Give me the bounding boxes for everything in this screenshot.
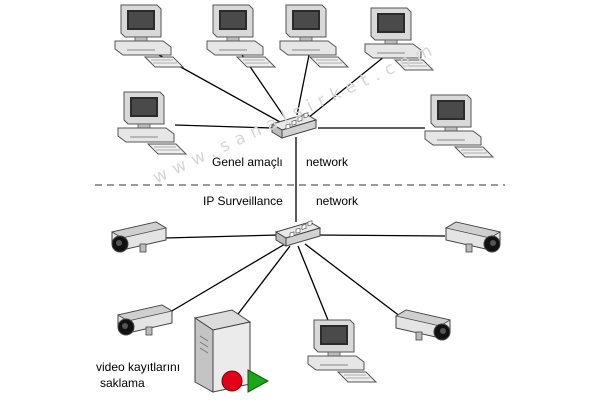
desktop-computer-icon — [117, 91, 187, 155]
surveillance-network-label: IP Surveillance — [203, 194, 283, 208]
storage-label-line2: saklama — [100, 376, 145, 390]
ip-camera-icon — [117, 304, 173, 336]
ip-camera-icon — [111, 221, 167, 253]
ip-camera-icon — [445, 221, 501, 253]
desktop-computer-icon — [279, 4, 349, 68]
desktop-computer-icon — [206, 4, 276, 68]
record-button-icon — [221, 370, 243, 392]
desktop-computer-icon — [114, 4, 184, 68]
play-button-icon — [247, 369, 270, 393]
desktop-computer-icon — [307, 319, 377, 383]
general-network-suffix: network — [306, 155, 349, 169]
desktop-computer-icon — [424, 94, 494, 158]
storage-label-line1: video kayıtlarını — [96, 360, 181, 374]
ip-camera-icon — [395, 309, 451, 341]
network-switch-icon — [275, 220, 321, 247]
general-network-label: Genel amaçlı — [212, 155, 283, 169]
surveillance-network-suffix: network — [316, 194, 359, 208]
surveillance-network-links — [164, 234, 446, 326]
server-icon — [193, 309, 252, 393]
